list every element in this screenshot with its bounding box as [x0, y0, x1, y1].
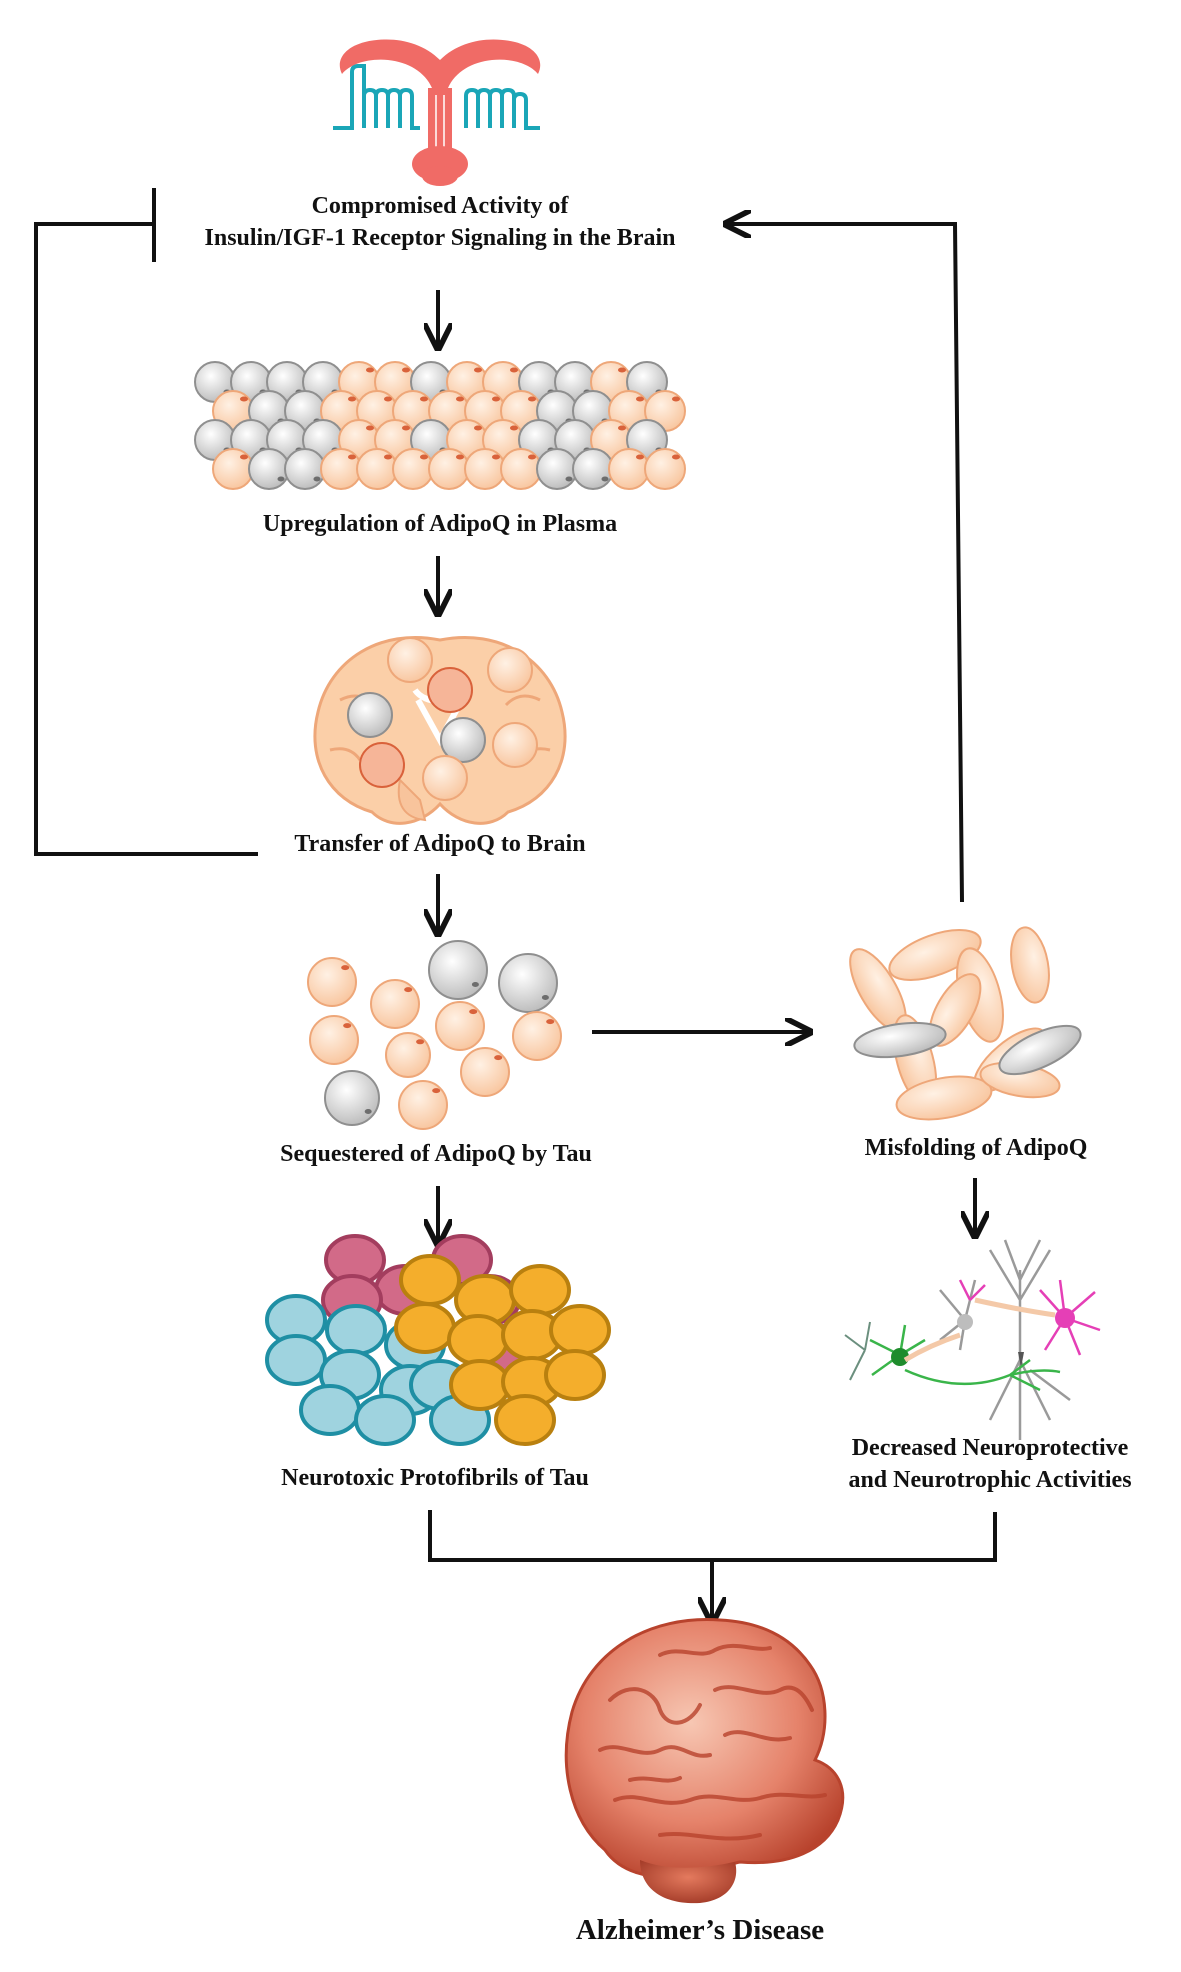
sequestered-adipoq-cell — [460, 1047, 510, 1097]
brain-transfer-label: Transfer of AdipoQ to Brain — [294, 831, 586, 857]
tissue-grey-cell — [572, 448, 614, 490]
misfolded-adipoq-cell — [888, 929, 982, 981]
misfolded-adipoq-cell — [1010, 926, 1050, 1004]
sequestered-adipoq-cell — [385, 1032, 431, 1078]
plasma-label: Upregulation of AdipoQ in Plasma — [262, 511, 618, 537]
neuro-label-line2: and Neurotrophic Activities — [848, 1467, 1132, 1493]
tau-gold-cell — [509, 1264, 571, 1316]
tau-gold-cell — [447, 1314, 509, 1366]
sequestered-grey-cell — [428, 940, 488, 1000]
tau-gold-cell — [399, 1254, 461, 1306]
human-brain-icon — [564, 1618, 845, 1904]
tau-gold-cell — [494, 1394, 556, 1446]
tissue-grey-cell — [536, 448, 578, 490]
misfolded-adipoq-cell — [895, 1075, 993, 1121]
sequestered-adipoq-cell — [370, 979, 420, 1029]
sequestered-adipoq-cell — [398, 1080, 448, 1130]
tau-gold-cell — [544, 1349, 606, 1401]
sequestered-adipoq-cell — [435, 1001, 485, 1051]
tissue-adipocyte — [500, 448, 542, 490]
protofibrils-label: Neurotoxic Protofibrils of Tau — [281, 1465, 589, 1491]
misfolded-grey-cell — [853, 1021, 947, 1059]
insulin-igf1-receptor-icon — [333, 39, 541, 186]
misfolding-label: Misfolding of AdipoQ — [864, 1135, 1088, 1161]
tissue-adipocyte — [428, 448, 470, 490]
alzheimers-label: Alzheimer’s Disease — [575, 1914, 825, 1946]
receptor-label-line2: Insulin/IGF-1 Receptor Signaling in the … — [204, 225, 676, 251]
tau-gold-cell — [549, 1304, 611, 1356]
scattered-adipoq-cells-icon — [307, 940, 562, 1130]
merge-line — [428, 1510, 997, 1562]
tissue-adipocyte — [212, 448, 254, 490]
tau-blue-cell — [354, 1394, 416, 1446]
misfolded-grey-cell — [998, 1024, 1082, 1076]
tissue-adipocyte — [320, 448, 362, 490]
tissue-adipocyte — [392, 448, 434, 490]
sequestered-adipoq-cell — [512, 1011, 562, 1061]
sequestered-grey-cell — [498, 953, 558, 1013]
sequestered-adipoq-cell — [307, 957, 357, 1007]
coronal-brain-section-icon — [313, 635, 567, 825]
tissue-grey-cell — [284, 448, 326, 490]
tau-gold-cell — [394, 1302, 456, 1354]
tau-blue-cell — [325, 1304, 387, 1356]
neurons-icon — [844, 1239, 1101, 1440]
misfolding-feedback-arrow — [726, 224, 964, 903]
tissue-adipocyte — [644, 448, 686, 490]
tau-blue-cell — [299, 1384, 361, 1436]
tau-gold-cell — [449, 1359, 511, 1411]
misfolded-elongated-cells-icon — [849, 926, 1082, 1121]
inhibitory-feedback-line — [34, 222, 258, 856]
tissue-grey-cell — [248, 448, 290, 490]
sequestered-grey-cell — [324, 1070, 380, 1126]
tau-protofibril-cluster-icon — [265, 1234, 611, 1446]
sequestered-label: Sequestered of AdipoQ by Tau — [280, 1141, 592, 1167]
receptor-label-line1: Compromised Activity of — [311, 193, 569, 219]
tau-blue-cell — [265, 1334, 327, 1386]
sequestered-adipoq-cell — [309, 1015, 359, 1065]
adipocyte-tissue-icon — [194, 361, 686, 490]
neuro-label-line1: Decreased Neuroprotective — [851, 1435, 1129, 1461]
tissue-adipocyte — [356, 448, 398, 490]
tissue-adipocyte — [608, 448, 650, 490]
tissue-adipocyte — [464, 448, 506, 490]
